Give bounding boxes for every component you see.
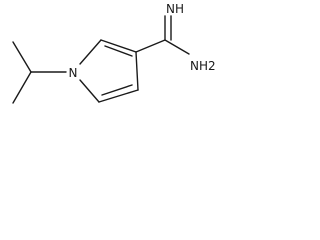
bond-c5-n1 (79, 79, 100, 103)
ring-nitrogen-label: N (69, 66, 78, 80)
bond-isopropyl-methyl-top (12, 41, 32, 73)
imine-nh-label: NH (166, 2, 184, 16)
bond-n1-c2 (79, 39, 102, 65)
bond-c3-amidine-carbon (135, 39, 166, 53)
amine-nh2-label: NH2 (190, 59, 216, 73)
bond-c2-c3-single (100, 39, 137, 53)
bond-c3-c4 (135, 51, 139, 91)
bond-c2-c3-double (104, 45, 133, 57)
bond-c4-c5-single (98, 89, 139, 103)
bond-amidine-amine (164, 39, 190, 55)
bond-isopropyl-methyl-bottom (12, 71, 32, 104)
molecule-structure: N NH NH2 (12, 2, 216, 104)
bond-c4-c5-double (101, 84, 133, 96)
